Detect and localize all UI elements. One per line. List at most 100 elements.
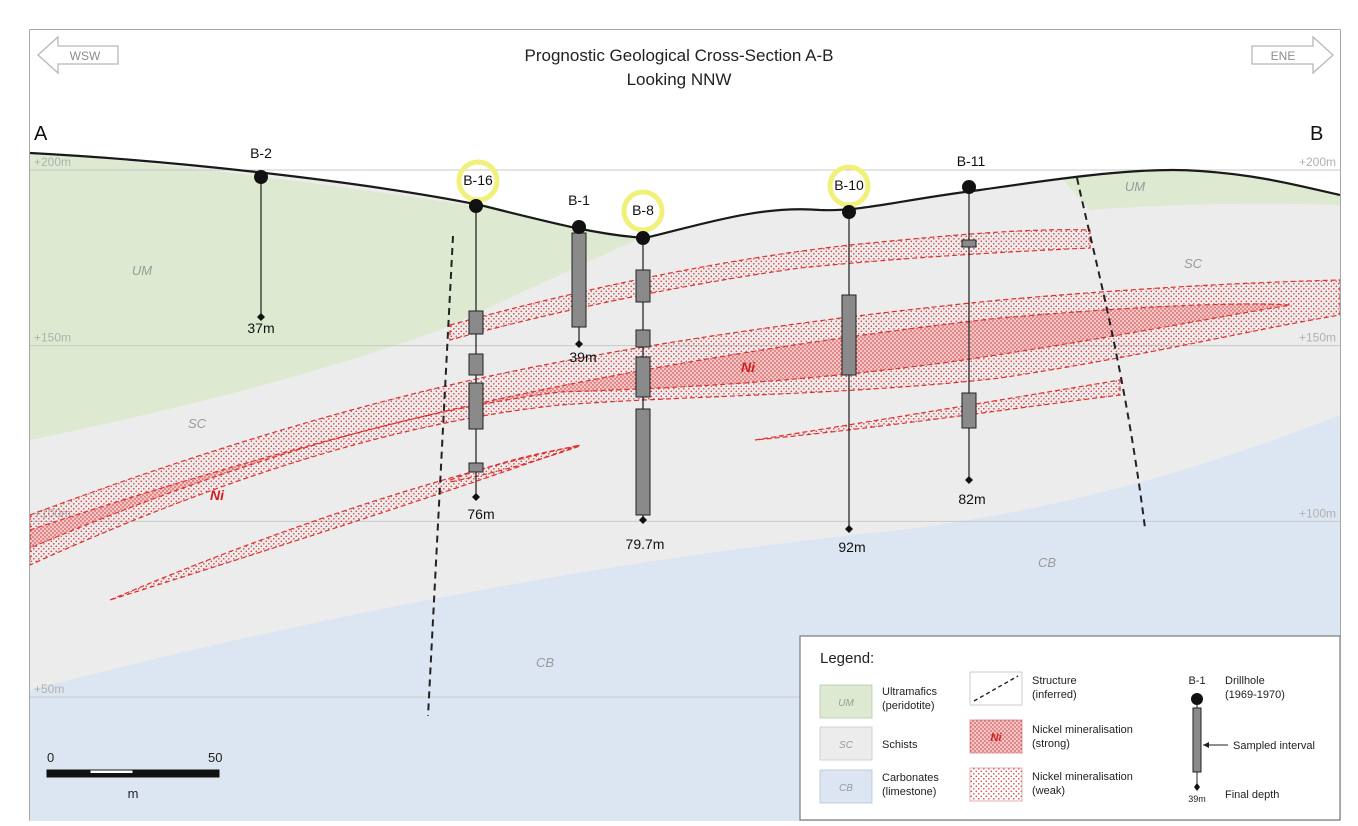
legend-hole-id: B-1	[1188, 675, 1205, 687]
drillhole-b-10: B-10 92m	[827, 164, 871, 555]
scale-bar-min: 0	[47, 750, 54, 765]
drillhole-id: B-8	[632, 202, 654, 218]
legend-ni-weak-line1: Nickel mineralisation	[1032, 771, 1133, 783]
nickel-bands	[30, 229, 1340, 601]
legend-structure-line1: Structure	[1032, 675, 1077, 687]
legend-title: Legend:	[820, 650, 874, 667]
final-depth-marker	[472, 493, 480, 501]
drillhole-id: B-10	[834, 177, 864, 193]
legend-ni-strong-line1: Nickel mineralisation	[1032, 724, 1133, 736]
drillhole-id: B-2	[250, 145, 272, 161]
sampled-interval	[468, 353, 484, 376]
legend-collar-icon	[1191, 693, 1203, 705]
legend-sampled-label: Sampled interval	[1233, 740, 1315, 752]
drillhole-depth: 79.7m	[626, 536, 665, 552]
ni-lens-lower-right	[754, 379, 1121, 441]
drillhole-id: B-11	[957, 153, 986, 169]
drillhole-b-16: B-16 76m	[456, 159, 500, 522]
arrow-left-icon: WSW	[37, 35, 119, 75]
elevation-label-right: +150m	[1299, 331, 1336, 345]
legend: Legend: UM Ultramafics (peridotite) SC S…	[799, 635, 1341, 821]
ni-label-left: Ni	[210, 487, 225, 503]
ni-band-weak-upper	[449, 229, 1091, 341]
legend-drillhole-line2: (1969-1970)	[1225, 689, 1285, 701]
final-depth-marker	[639, 516, 647, 524]
legend-depth-value: 39m	[1188, 794, 1206, 804]
sampled-interval	[468, 310, 484, 335]
legend-swatch-sc: SC	[839, 740, 854, 751]
unit-label-um-right: UM	[1125, 179, 1145, 194]
drillhole-depth: 92m	[838, 539, 865, 555]
ni-label-center: Ni	[741, 359, 756, 375]
unit-label-cb-left: CB	[536, 655, 554, 670]
ultramafic-unit-left	[30, 153, 640, 440]
direction-left-label: WSW	[70, 49, 101, 63]
drillhole-id: B-1	[568, 192, 590, 208]
legend-ni-weak-line2: (weak)	[1032, 785, 1065, 797]
sampled-interval	[961, 239, 977, 248]
unit-label-cb-right: CB	[1038, 555, 1056, 570]
sampled-interval	[635, 356, 651, 398]
scale-bar-max: 50	[208, 750, 222, 765]
scale-bar: 0 50 m	[46, 750, 222, 801]
sampled-interval	[635, 408, 651, 516]
collar-icon	[572, 220, 586, 234]
drillhole-id: B-16	[463, 172, 493, 188]
ni-band-strong	[30, 303, 1291, 549]
direction-right-label: ENE	[1271, 49, 1296, 63]
drillhole-depth: 39m	[569, 349, 596, 365]
drillhole-depth: 37m	[247, 320, 274, 336]
section-end-a: A	[34, 123, 48, 145]
drillhole-b-1: B-1 39m	[568, 192, 597, 365]
elevation-label-right: +200m	[1299, 155, 1336, 169]
legend-structure-line2: (inferred)	[1032, 689, 1077, 701]
drillholes: B-2 37m B-16 76m B-1 39m B-8 79.7m B-10 92m B-1182…	[247, 145, 985, 555]
legend-structure-icon	[973, 675, 1019, 702]
sampled-interval	[961, 392, 977, 429]
final-depth-marker	[575, 340, 583, 348]
legend-drillhole-line1: Drillhole	[1225, 675, 1265, 687]
legend-swatch-ni: Ni	[991, 732, 1003, 744]
unit-label-sc-right: SC	[1184, 256, 1203, 271]
collar-icon	[962, 180, 976, 194]
legend-swatch-um: UM	[838, 698, 854, 709]
unit-label-um-left: UM	[132, 263, 152, 278]
scale-bar-unit: m	[128, 786, 139, 801]
legend-um-line2: (peridotite)	[882, 700, 935, 712]
legend-sc-line1: Schists	[882, 739, 918, 751]
ultramafic-unit-right	[1060, 169, 1340, 210]
ni-lens-lower-left	[109, 444, 581, 601]
highlight-ring	[621, 189, 665, 233]
elevation-label-left: +50m	[34, 682, 64, 696]
sampled-interval	[841, 294, 857, 376]
structure-right	[1076, 177, 1146, 529]
collar-icon	[254, 170, 268, 184]
sampled-interval	[635, 269, 651, 303]
final-depth-marker	[257, 313, 265, 321]
elevation-label-right: +100m	[1299, 506, 1336, 520]
sampled-interval	[468, 382, 484, 430]
final-depth-marker	[845, 525, 853, 533]
collar-icon	[469, 199, 483, 213]
collar-icon	[842, 205, 856, 219]
legend-sampled-icon	[1192, 707, 1202, 773]
legend-um-line1: Ultramafics	[882, 686, 938, 698]
drillhole-b-2: B-2 37m	[247, 145, 274, 336]
legend-cb-line1: Carbonates	[882, 772, 939, 784]
legend-depth-label: Final depth	[1225, 789, 1279, 801]
drillhole-depth: 76m	[467, 506, 494, 522]
unit-label-sc-left: SC	[188, 416, 207, 431]
arrow-right-icon: ENE	[1251, 35, 1334, 75]
elevation-label-left: +150m	[34, 331, 71, 345]
figure-subtitle: Looking NNW	[627, 70, 732, 89]
structure-left	[427, 235, 454, 717]
legend-swatch-cb: CB	[839, 783, 853, 794]
legend-ni-strong-line2: (strong)	[1032, 738, 1070, 750]
sampled-interval	[571, 232, 587, 328]
elevation-label-left: +200m	[34, 155, 71, 169]
sky-area	[30, 30, 1340, 238]
sampled-interval	[635, 329, 651, 348]
